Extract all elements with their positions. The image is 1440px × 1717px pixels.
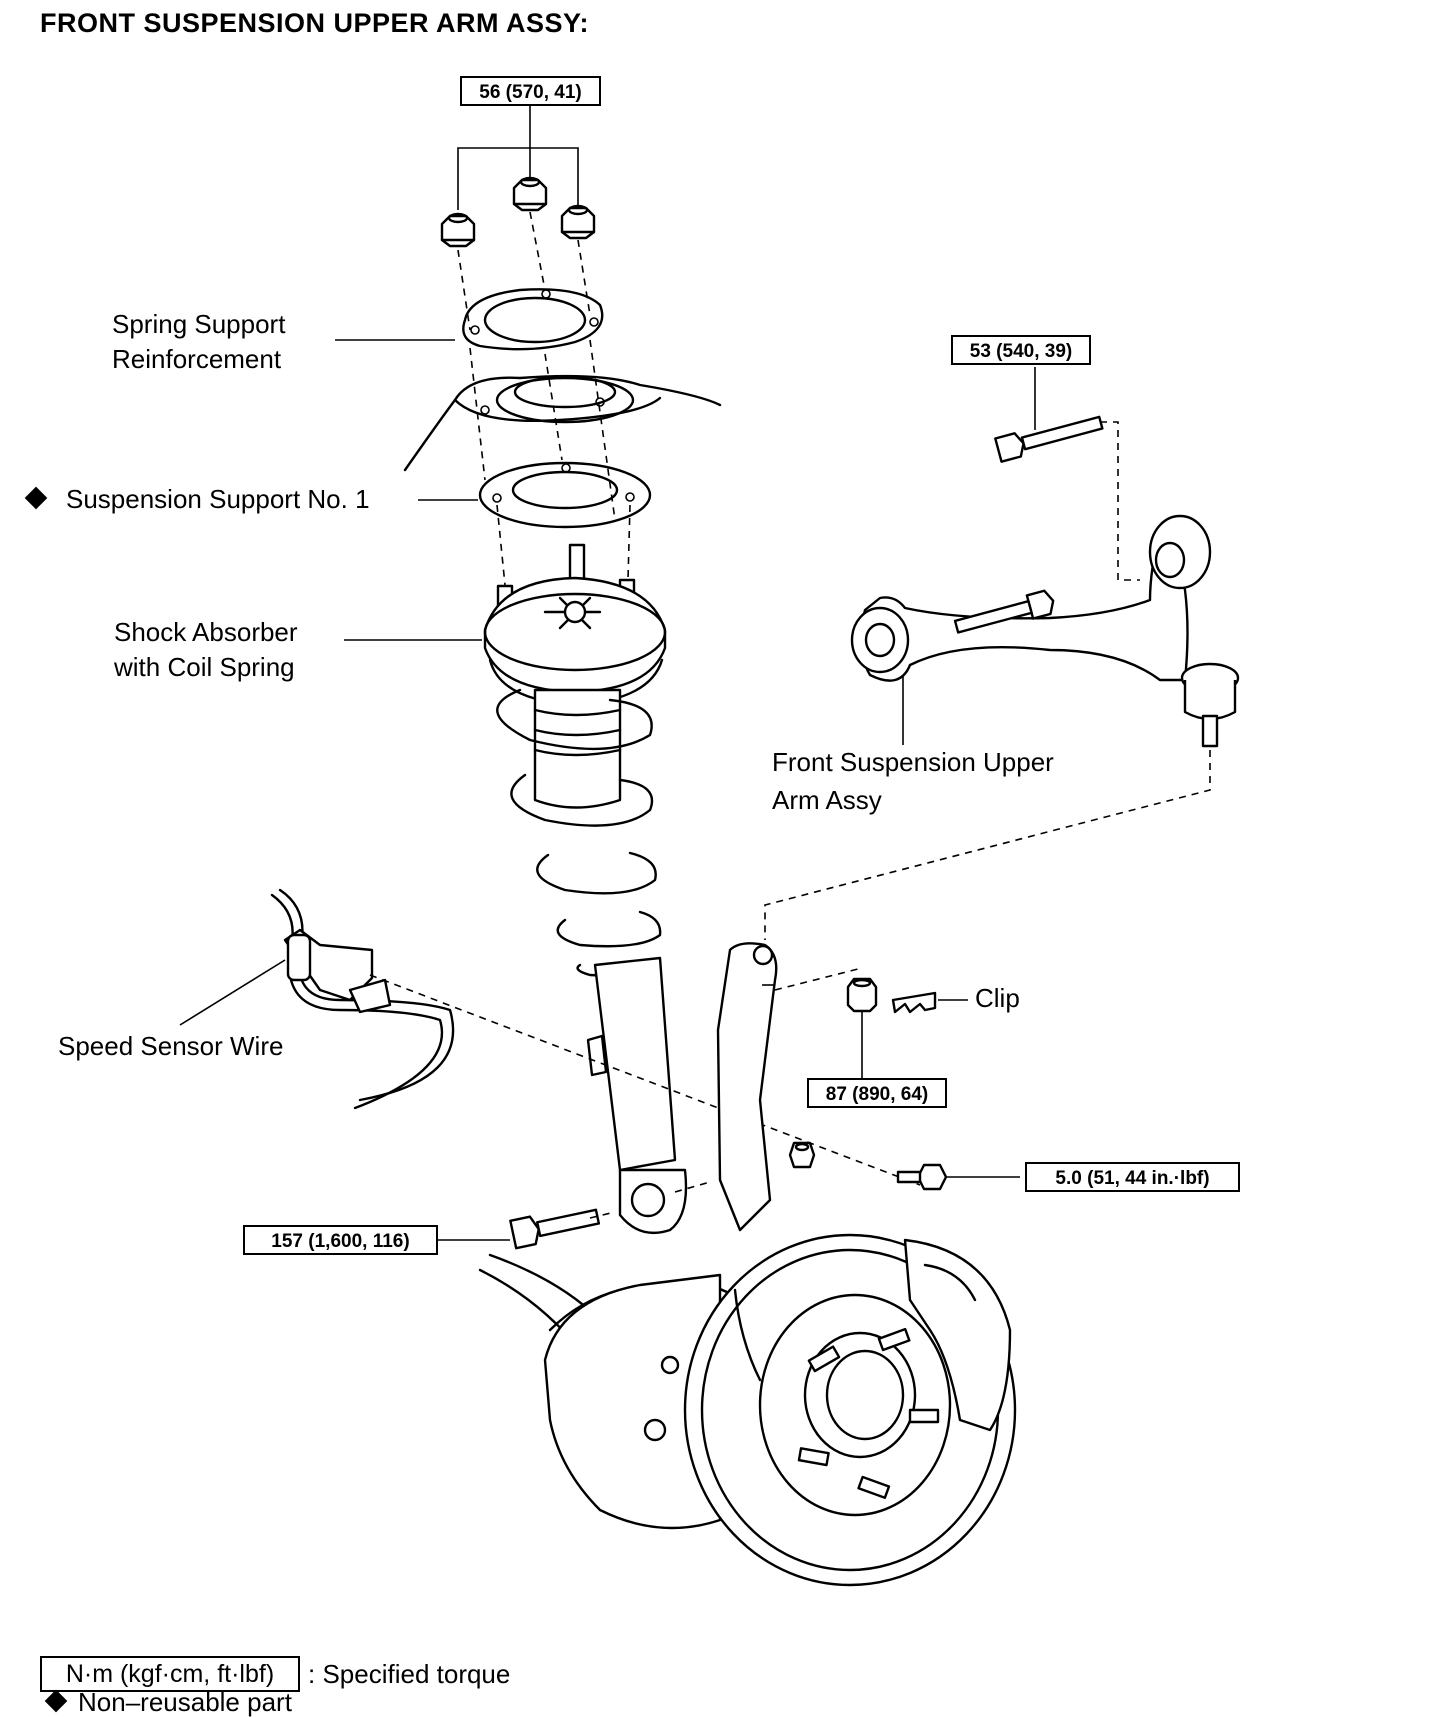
shock-absorber-part: [483, 504, 688, 1235]
arm-bolt: [994, 367, 1140, 581]
torque-arm-bolt: 53 (540, 39): [951, 335, 1091, 365]
legend-unit-box: N·m (kgf·cm, ft·lbf): [40, 1656, 300, 1692]
label-spring-support-line1: Spring Support: [112, 309, 286, 339]
torque-lower-bolt: 157 (1,600, 116): [243, 1225, 438, 1255]
torque-sensor-bolt: 5.0 (51, 44 in.·lbf): [1025, 1162, 1240, 1192]
suspension-support-part: [418, 461, 652, 529]
label-upper-arm-line1: Front Suspension Upper: [772, 747, 1054, 777]
legend-non-reusable-text: Non–reusable part: [78, 1687, 292, 1717]
label-suspension-support: Suspension Support No. 1: [24, 481, 370, 517]
torque-top-nuts: 56 (570, 41): [460, 76, 601, 106]
label-shock-line1: Shock Absorber: [114, 617, 298, 647]
hub-disc-caliper: [478, 1233, 1017, 1587]
label-upper-arm-line2: Arm Assy: [772, 785, 882, 815]
spring-support-reinforcement-part: [335, 288, 604, 351]
speed-sensor-wire-part: [179, 888, 921, 1186]
label-clip: Clip: [975, 983, 1020, 1013]
lower-bolt: [438, 1181, 711, 1250]
page-title: FRONT SUSPENSION UPPER ARM ASSY:: [40, 8, 590, 38]
steering-knuckle-part: [716, 942, 863, 1232]
legend-non-reusable: Non–reusable part: [44, 1687, 292, 1717]
torque-ball-joint-nut: 87 (890, 64): [807, 1078, 947, 1108]
label-speed-sensor: Speed Sensor Wire: [58, 1031, 284, 1061]
sensor-bolt: [788, 1141, 1020, 1191]
upper-arm-part: [764, 514, 1240, 940]
legend-unit-text: : Specified torque: [308, 1659, 511, 1689]
body-mount: [403, 339, 722, 521]
label-shock-line2: with Coil Spring: [114, 652, 295, 682]
ball-joint-nut: [846, 977, 968, 1080]
label-suspension-support-text: Suspension Support No. 1: [66, 484, 370, 514]
top-nuts: [440, 103, 596, 331]
legend-diamond-icon: [44, 1689, 68, 1713]
label-spring-support-line2: Reinforcement: [112, 344, 282, 374]
non-reusable-diamond-icon: [24, 486, 48, 510]
